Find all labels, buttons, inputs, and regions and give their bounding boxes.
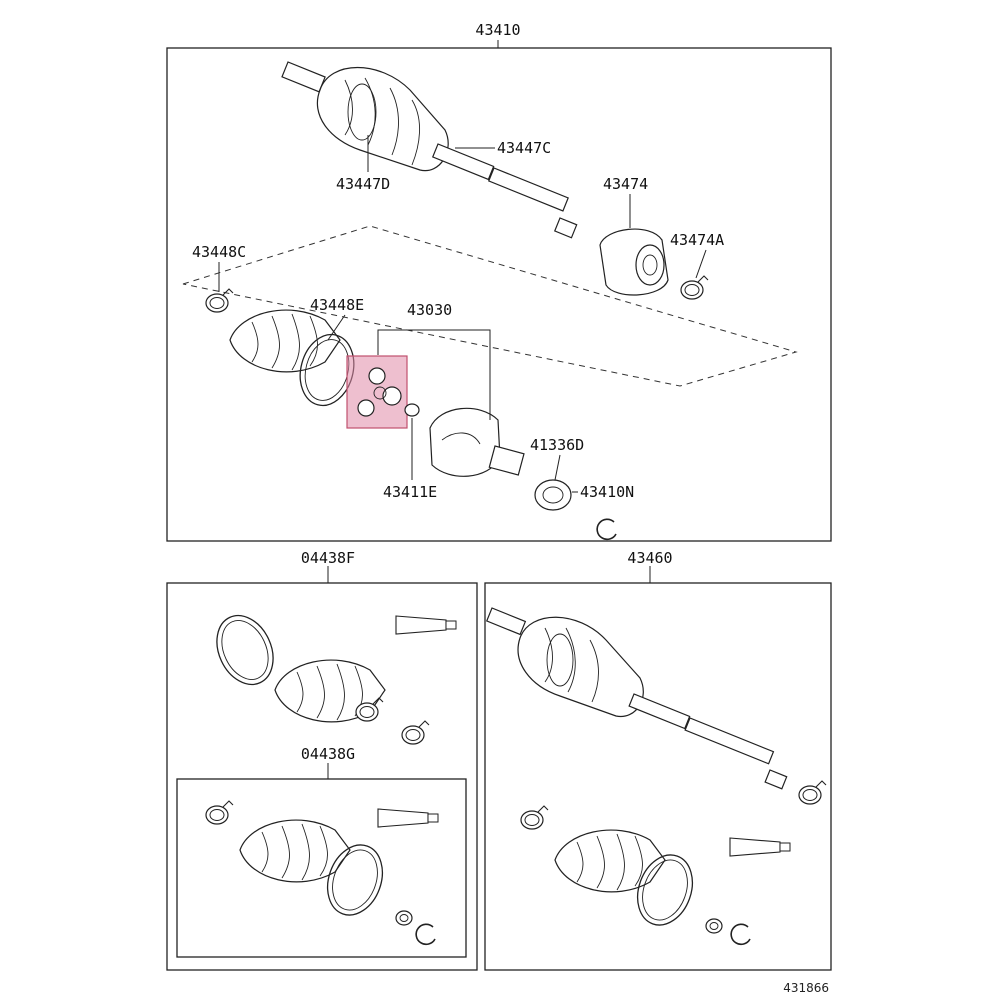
callout-43410N: 43410N [580, 483, 634, 501]
snap-ring-r [730, 923, 751, 946]
grease-f [395, 615, 457, 635]
clamp-r-1 [798, 780, 827, 805]
figure-number: 431866 [783, 981, 829, 995]
callout-43447C: 43447C [497, 139, 551, 157]
callout-04438G: 04438G [301, 745, 355, 763]
ring-r [705, 918, 723, 934]
callout-41336D: 41336D [530, 436, 584, 454]
band-f [205, 605, 285, 695]
callout-43448E: 43448E [310, 296, 364, 314]
assembly-frame-43460 [484, 582, 832, 971]
snap-ring-43411E [404, 403, 420, 417]
leader-43448E [327, 314, 346, 341]
dust-seal-41336D [534, 479, 572, 511]
callout-43474A: 43474A [670, 231, 724, 249]
assembly-frame-43410 [166, 47, 832, 542]
ring-g [395, 910, 413, 926]
tripod-joint-43030 [357, 367, 402, 417]
callout-43030: 43030 [407, 301, 452, 319]
kit-frame-04438F [166, 582, 478, 971]
kit-outline [182, 225, 798, 387]
kit-frame-04438G [176, 778, 467, 958]
joint-housing [429, 407, 525, 477]
callout-43448C: 43448C [192, 243, 246, 261]
callout-43410: 43410 [475, 21, 520, 39]
callout-43447D: 43447D [336, 175, 390, 193]
boot-g [239, 819, 351, 883]
leader-43474A [695, 249, 707, 279]
dynamic-damper-43474 [599, 228, 669, 296]
clamp-g [205, 800, 234, 825]
clamp-f-2 [401, 720, 430, 745]
grease-g [377, 808, 439, 828]
clamp-r-2 [520, 805, 549, 830]
leader-41336D [554, 454, 561, 481]
clamp-43448C [205, 288, 234, 313]
grease-r [729, 837, 791, 857]
callout-43474: 43474 [603, 175, 648, 193]
boot-r [554, 829, 666, 893]
leader-43030 [377, 329, 491, 420]
callout-43411E: 43411E [383, 483, 437, 501]
callout-04438F: 04438F [301, 549, 355, 567]
snap-ring-43410N [596, 518, 617, 541]
snap-ring-g [415, 923, 436, 946]
callout-43460: 43460 [627, 549, 672, 567]
clamp-43474A [680, 275, 709, 300]
drive-shaft-assembly-43460 [485, 607, 788, 790]
drive-shaft-assembly-43410 [281, 61, 578, 239]
